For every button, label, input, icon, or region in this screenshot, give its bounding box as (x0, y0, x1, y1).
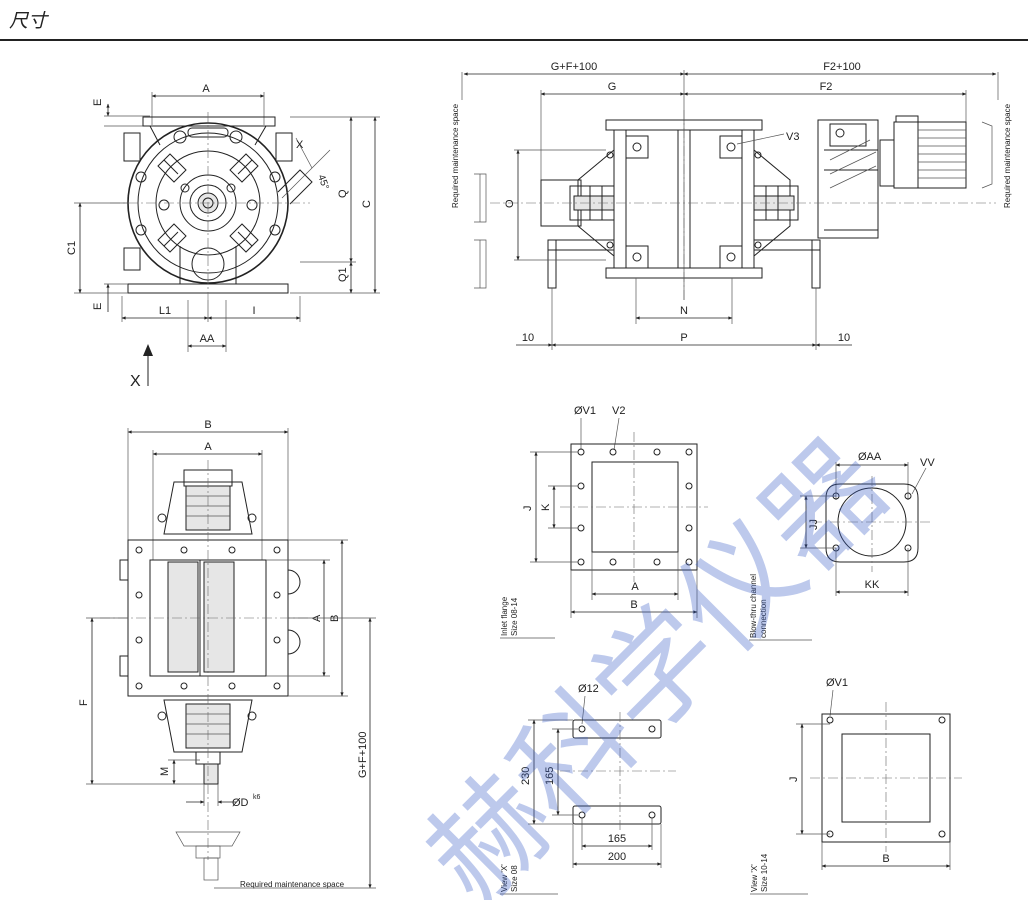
side-dim-n: N (680, 305, 688, 317)
x08-dim-165-h: 165 (608, 833, 626, 845)
side-label-v3: V3 (786, 131, 799, 143)
watermark: 赫科学仪器 (400, 414, 915, 900)
front-dim-i: I (252, 305, 255, 317)
x08-dim-165-v: 165 (544, 767, 556, 785)
inlet-caption-2: Size 08-14 (510, 597, 519, 636)
technical-drawing: A E (0, 42, 1028, 905)
x08-dim-200: 200 (608, 851, 626, 863)
inlet-dim-k: K (540, 503, 552, 511)
page-header: 尺寸 (0, 0, 1028, 42)
front-dim-q: Q (337, 189, 349, 198)
front-view: A E (66, 83, 380, 390)
side-dim-o: O (504, 199, 516, 208)
front-dim-c1: C1 (66, 241, 78, 255)
front-dim-a: A (202, 83, 210, 95)
inlet-caption-1: Inlet flange (500, 596, 509, 636)
inlet-label-v1: ØV1 (574, 405, 596, 417)
view-x-size10: ØV1 J B View 'X' Size 10-14 (750, 677, 962, 895)
front-dim-e-top: E (92, 99, 104, 106)
front-dim-c: C (361, 200, 373, 208)
blow-thru-view: ØAA VV JJ KK Blow-thru channel connectio… (749, 451, 935, 641)
view-arrow-x: X (130, 373, 141, 390)
side-maint-right: Required maintenance space (1003, 103, 1012, 208)
front-angle: 45° (315, 173, 331, 191)
top-dim-od: ØD (232, 797, 249, 809)
top-dim-f: F (78, 699, 90, 706)
side-dim-p: P (680, 332, 687, 344)
blow-dim-jj: JJ (808, 519, 820, 530)
side-dim-gf100: G+F+100 (551, 61, 597, 73)
side-view: Required maintenance space Required main… (451, 61, 1012, 350)
x10-caption-1: View 'X' (750, 864, 759, 892)
side-dim-f2: F2 (820, 81, 833, 93)
top-dim-b: B (204, 419, 211, 431)
front-dim-l1: L1 (159, 305, 171, 317)
side-dim-g: G (608, 81, 617, 93)
front-label-x: X (296, 139, 304, 151)
x08-dim-230: 230 (520, 767, 532, 785)
top-dim-a: A (204, 441, 212, 453)
side-dim-10-left: 10 (522, 332, 534, 344)
blow-caption-1: Blow-thru channel (749, 574, 758, 638)
x08-caption-1: View 'X' (500, 864, 509, 892)
inlet-label-v2: V2 (612, 405, 625, 417)
blow-dim-kk: KK (865, 579, 880, 591)
inlet-dim-a: A (631, 581, 639, 593)
x08-label-d12: Ø12 (578, 683, 599, 695)
blow-caption-2: connection (759, 599, 768, 638)
top-maint: Required maintenance space (240, 880, 345, 889)
top-dim-m: M (159, 767, 171, 776)
x10-dim-j: J (788, 777, 800, 783)
x08-caption-2: Size 08 (510, 865, 519, 892)
front-dim-q1: Q1 (337, 267, 349, 282)
page-title: 尺寸 (9, 10, 48, 32)
x10-caption-2: Size 10-14 (760, 853, 769, 892)
header-rule (0, 39, 1028, 41)
inlet-dim-b: B (630, 599, 637, 611)
x10-label-v1: ØV1 (826, 677, 848, 689)
top-view: B A (78, 419, 376, 889)
blow-label-aa: ØAA (858, 451, 882, 463)
top-dim-gf100: G+F+100 (357, 732, 369, 778)
top-dim-k6: k6 (253, 794, 261, 801)
view-x-size08: Ø12 230 165 165 200 View 'X' Size 08 (500, 683, 676, 895)
side-dim-f2-100: F2+100 (823, 61, 861, 73)
blow-label-vv: VV (920, 457, 935, 469)
inlet-dim-j: J (522, 506, 534, 512)
side-dim-10-right: 10 (838, 332, 850, 344)
front-dim-aa: AA (200, 333, 215, 345)
x10-dim-b: B (882, 853, 889, 865)
inlet-flange-view: ØV1 V2 J K A B Inlet flange Size 08-14 (500, 405, 708, 639)
front-dim-e-bottom: E (92, 303, 104, 310)
side-maint-left: Required maintenance space (451, 103, 460, 208)
